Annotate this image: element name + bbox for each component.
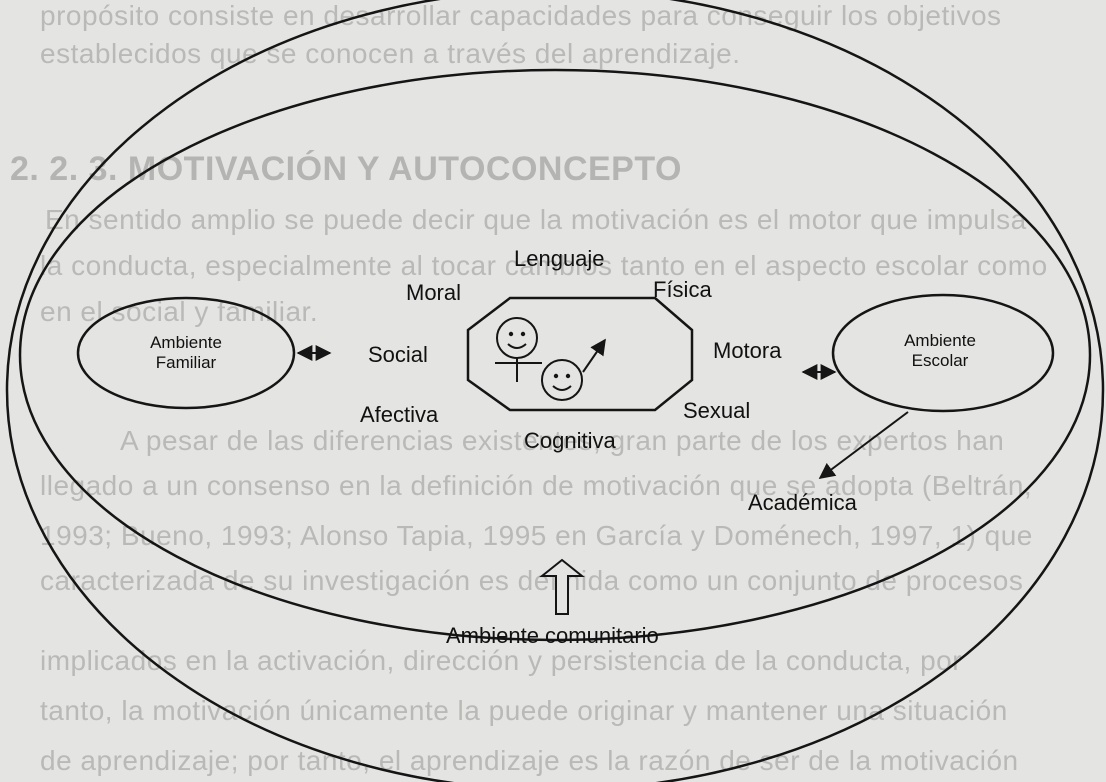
- family-environment-ellipse: [76, 296, 296, 410]
- label-lenguaje: Lenguaje: [514, 246, 605, 271]
- label-cognitiva: Cognitiva: [524, 428, 616, 453]
- family-environment-label: Ambiente Familiar: [136, 333, 236, 373]
- label-community-environment: Ambiente comunitario: [446, 623, 659, 648]
- label-social: Social: [368, 342, 428, 367]
- background-heading: 2. 2. 3. MOTIVACIÓN Y AUTOCONCEPTO: [10, 150, 682, 188]
- school-environment-label: Ambiente Escolar: [890, 331, 990, 371]
- family-environment-line1: Ambiente: [150, 333, 222, 352]
- school-environment-line1: Ambiente: [904, 331, 976, 350]
- background-text-line: En sentido amplio se puede decir que la …: [45, 204, 1027, 235]
- background-text-line: llegado a un consenso en la definición d…: [40, 470, 1033, 501]
- label-fisica: Física: [653, 277, 712, 302]
- label-motora: Motora: [713, 338, 782, 363]
- community-up-arrow: [539, 558, 585, 615]
- label-moral: Moral: [406, 280, 462, 305]
- background-text-line: tanto, la motivación únicamente la puede…: [40, 695, 1008, 726]
- academic-arrow: [818, 411, 909, 479]
- school-environment-line2: Escolar: [911, 351, 969, 370]
- label-academica: Académica: [748, 490, 857, 515]
- background-text-line: la conducta, especialmente al tocar camb…: [40, 250, 1048, 281]
- growing-child-icon: [541, 338, 606, 401]
- family-environment-line2: Familiar: [155, 353, 217, 372]
- label-afectiva: Afectiva: [360, 402, 439, 427]
- outer-ellipse: [5, 0, 1105, 782]
- child-figure-icon: [495, 317, 542, 382]
- school-environment-ellipse: [831, 293, 1055, 413]
- background-text-line: de aprendizaje; por tanto, el aprendizaj…: [40, 745, 1019, 776]
- label-sexual: Sexual: [683, 398, 751, 423]
- background-text-line: establecidos que se conocen a través del…: [40, 38, 741, 69]
- background-text-line: implicados en la activación, dirección y…: [40, 645, 963, 676]
- background-text-line: 1993; Bueno, 1993; Alonso Tapia, 1995 en…: [40, 520, 1033, 551]
- background-text-line: propósito consiste en desarrollar capaci…: [40, 0, 1002, 31]
- center-octagon: [466, 296, 694, 412]
- inner-ellipse: [18, 68, 1092, 642]
- background-text-line: en el social y familiar.: [40, 296, 319, 327]
